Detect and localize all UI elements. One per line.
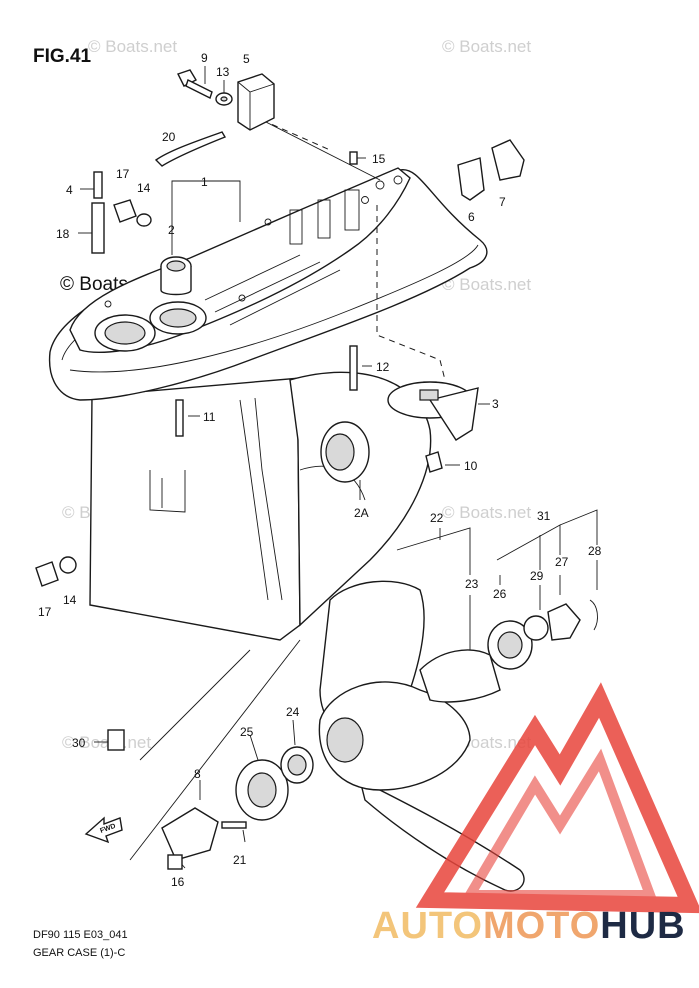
logo-triangle-icon — [415, 682, 699, 914]
callout: 6 — [468, 210, 475, 224]
watermark: © Boats.net — [62, 733, 151, 752]
seal-housing-25 — [235, 759, 289, 821]
tube-18 — [91, 202, 105, 254]
callout: 14 — [63, 593, 77, 607]
washer-14-lower — [59, 556, 77, 574]
callout: 17 — [38, 605, 52, 619]
brand-hub: HUB — [600, 905, 685, 947]
callout: 28 — [588, 544, 602, 558]
pin-15 — [349, 151, 358, 165]
callout: 26 — [493, 587, 507, 601]
callout: 29 — [530, 569, 544, 583]
callout: 18 — [56, 227, 70, 241]
callout: 1 — [201, 175, 208, 189]
bracket-8 — [161, 807, 219, 861]
watermark: © Boats.net — [442, 503, 531, 522]
propeller-assembly — [318, 580, 598, 892]
cap-16 — [167, 854, 183, 870]
callout: 9 — [201, 51, 208, 65]
callout: 17 — [116, 167, 130, 181]
callout: 13 — [216, 65, 230, 79]
fwd-arrow: FWD — [84, 816, 123, 844]
svg-text:AUTOMOTOHUB: AUTOMOTOHUB — [372, 905, 686, 947]
callout: 27 — [555, 555, 569, 569]
brand-auto: AUTO — [372, 905, 483, 947]
model-code: DF90 115 E03_041 — [33, 929, 128, 941]
callout: 16 — [171, 875, 185, 889]
valve-4 — [93, 171, 103, 199]
bolt-12 — [349, 345, 358, 391]
callout: 23 — [465, 577, 479, 591]
small-parts — [35, 69, 525, 870]
washer-14-top — [136, 213, 152, 227]
callout: 10 — [464, 459, 478, 473]
callout: 8 — [194, 767, 201, 781]
bolt-10 — [425, 451, 443, 473]
callout: 4 — [66, 183, 73, 197]
plug-30 — [107, 729, 125, 751]
callout: 22 — [430, 511, 444, 525]
seal-2A — [320, 421, 370, 483]
callout: 7 — [499, 195, 506, 209]
plug-17-top — [113, 199, 137, 223]
callout: 21 — [233, 853, 247, 867]
callout: 5 — [243, 52, 250, 66]
leader-lines — [78, 66, 598, 869]
section-name: GEAR CASE (1)-C — [33, 947, 125, 959]
callout: 3 — [492, 397, 499, 411]
callout: 30 — [72, 736, 86, 750]
callout: 11 — [203, 410, 216, 424]
watermark: © Boats.net — [442, 37, 531, 56]
figure-title: FIG.41 — [33, 46, 92, 67]
cover-5 — [237, 73, 275, 131]
callout: 25 — [240, 725, 254, 739]
callout: 2A — [354, 506, 369, 520]
callout: 24 — [286, 705, 300, 719]
bracket-7 — [491, 139, 525, 181]
clip-20 — [154, 131, 227, 167]
bracket-6 — [457, 157, 485, 201]
bolt-11 — [175, 399, 184, 437]
callout-numbers: 9 13 5 20 15 17 1 4 14 6 7 2 18 12 3 11 … — [38, 51, 602, 889]
bolt-9 — [177, 69, 213, 99]
callout: 14 — [137, 181, 151, 195]
automotohub-logo: AUTOMOTOHUB — [372, 682, 699, 947]
callout: 12 — [376, 360, 390, 374]
callout: 2 — [168, 223, 175, 237]
bolt-21 — [221, 821, 247, 829]
trim-tab-3 — [387, 381, 479, 441]
plug-17-lower — [35, 561, 59, 587]
brand-moto: MOTO — [483, 905, 600, 947]
callout: 20 — [162, 130, 176, 144]
watermark: © Boats.net — [88, 37, 177, 56]
callout: 31 — [537, 509, 551, 523]
callout: 15 — [372, 152, 386, 166]
watermark: © Boats.net — [442, 275, 531, 294]
